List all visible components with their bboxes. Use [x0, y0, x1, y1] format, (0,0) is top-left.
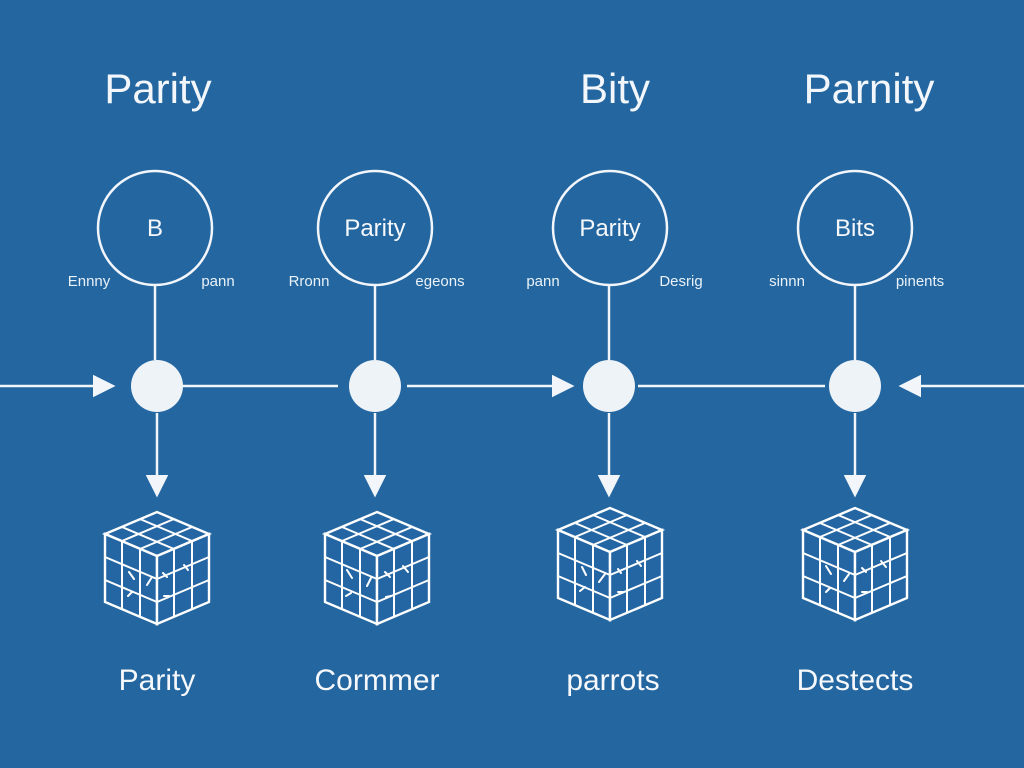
circle-label-1: B [147, 215, 163, 242]
header-title-left: Parity [104, 65, 211, 112]
side-label-right-1: pann [201, 273, 234, 290]
node-dot-2 [349, 360, 401, 412]
side-label-left-4: sinnn [769, 273, 805, 290]
grid-cube-icon [321, 510, 433, 626]
node-dot-3 [583, 360, 635, 412]
bottom-label-4: Destects [797, 664, 914, 697]
bottom-label-1: Parity [119, 664, 196, 697]
side-label-right-2: egeons [415, 273, 464, 290]
grid-cube-icon [101, 510, 213, 626]
column-3: Parity pann Desrig parrots [526, 169, 703, 697]
grid-cube-icon [799, 506, 911, 622]
node-dot-4 [829, 360, 881, 412]
node-dot-1 [131, 360, 183, 412]
circle-label-2: Parity [344, 215, 405, 242]
side-label-left-3: pann [526, 273, 559, 290]
circle-label-4: Bits [835, 215, 875, 242]
grid-cube-icon [554, 506, 666, 622]
bottom-label-3: parrots [566, 664, 659, 697]
header-title-right: Parnity [804, 65, 935, 112]
side-label-right-3: Desrig [659, 273, 702, 290]
circle-label-3: Parity [579, 215, 640, 242]
bottom-label-2: Cormmer [315, 664, 440, 697]
header-title-middle: Bity [580, 65, 650, 112]
column-1: B Ennny pann Parity [68, 169, 235, 697]
side-label-left-2: Rronn [289, 273, 330, 290]
column-2: Parity Rronn egeons Cormmer [289, 169, 465, 697]
header-row: Parity Bity Parnity [104, 65, 934, 112]
column-4: Bits sinnn pinents Destects [769, 169, 944, 697]
side-label-right-4: pinents [896, 273, 944, 290]
side-label-left-1: Ennny [68, 273, 111, 290]
